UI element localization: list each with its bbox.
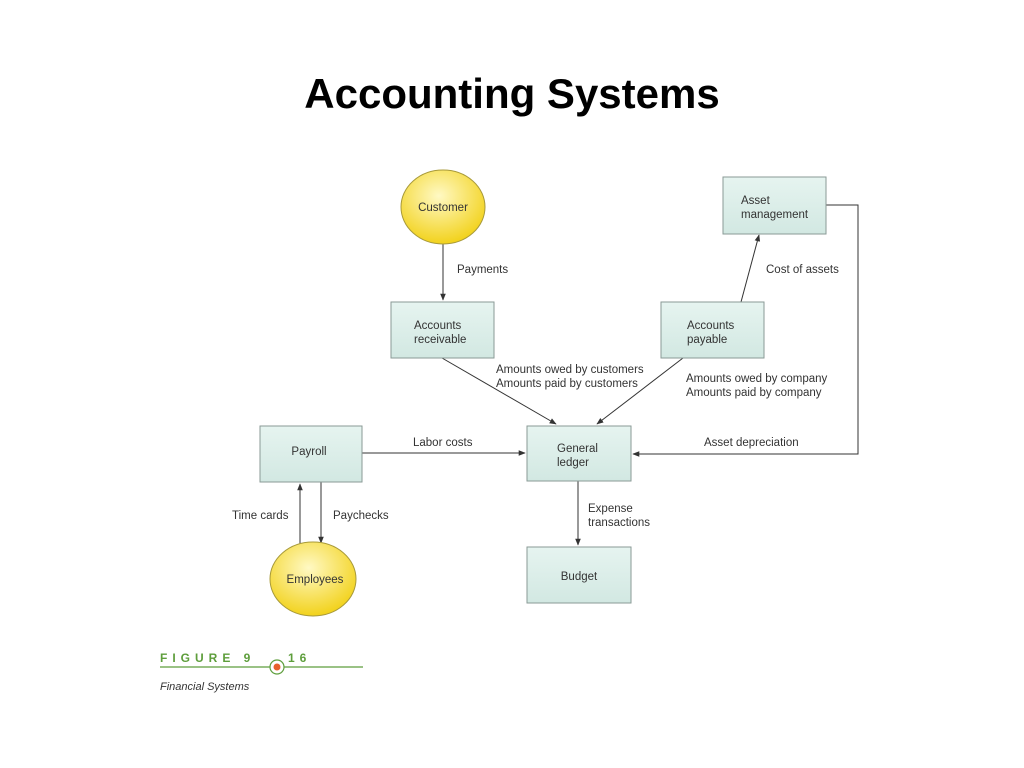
edge-cost-of-assets xyxy=(740,234,761,303)
edge-label-expense-transactions: Expense transactions xyxy=(588,503,650,529)
svg-text:Accounts payable: Accounts payable xyxy=(687,320,738,346)
svg-text:General ledger: General ledger xyxy=(557,443,601,469)
edge-label-asset-depreciation: Asset depreciation xyxy=(704,437,799,449)
edge-label-paychecks: Paychecks xyxy=(333,510,389,522)
svg-text:Employees: Employees xyxy=(287,574,344,586)
node-employees: Employees xyxy=(269,541,357,617)
svg-text:Asset management: Asset management xyxy=(741,195,809,221)
svg-text:Payroll: Payroll xyxy=(291,446,326,458)
edge-asset-depreciation xyxy=(632,204,859,457)
slide-title: Accounting Systems xyxy=(304,70,720,117)
figure-number: 16 xyxy=(288,651,311,665)
node-general-ledger: General ledger xyxy=(526,425,632,482)
edge-label-ar-to-gl: Amounts owed by customers Amounts paid b… xyxy=(496,364,647,390)
edge-ap-to-gl xyxy=(596,357,684,425)
edge-label-cost-of-assets: Cost of assets xyxy=(766,264,839,276)
svg-text:Customer: Customer xyxy=(418,202,468,214)
node-customer: Customer xyxy=(400,169,486,245)
edge-label-time-cards: Time cards xyxy=(232,510,289,522)
node-payroll: Payroll xyxy=(259,425,363,483)
svg-text:Budget: Budget xyxy=(561,571,598,583)
svg-text:Accounts receivable: Accounts receivable xyxy=(414,320,466,346)
node-budget: Budget xyxy=(526,546,632,604)
node-accounts-receivable: Accounts receivable xyxy=(390,301,495,359)
edge-ar-to-gl xyxy=(441,357,557,425)
node-asset-management: Asset management xyxy=(722,176,827,235)
edge-label-payments: Payments xyxy=(457,264,508,276)
edge-label-ap-to-gl: Amounts owed by company Amounts paid by … xyxy=(686,373,830,399)
edge-label-labor-costs: Labor costs xyxy=(413,437,473,449)
figure-label: FIGURE 9 xyxy=(160,651,255,665)
figure-caption: Financial Systems xyxy=(160,681,250,693)
figure-caption-block: FIGURE 9 16 Financial Systems xyxy=(160,651,363,693)
node-accounts-payable: Accounts payable xyxy=(660,301,765,359)
